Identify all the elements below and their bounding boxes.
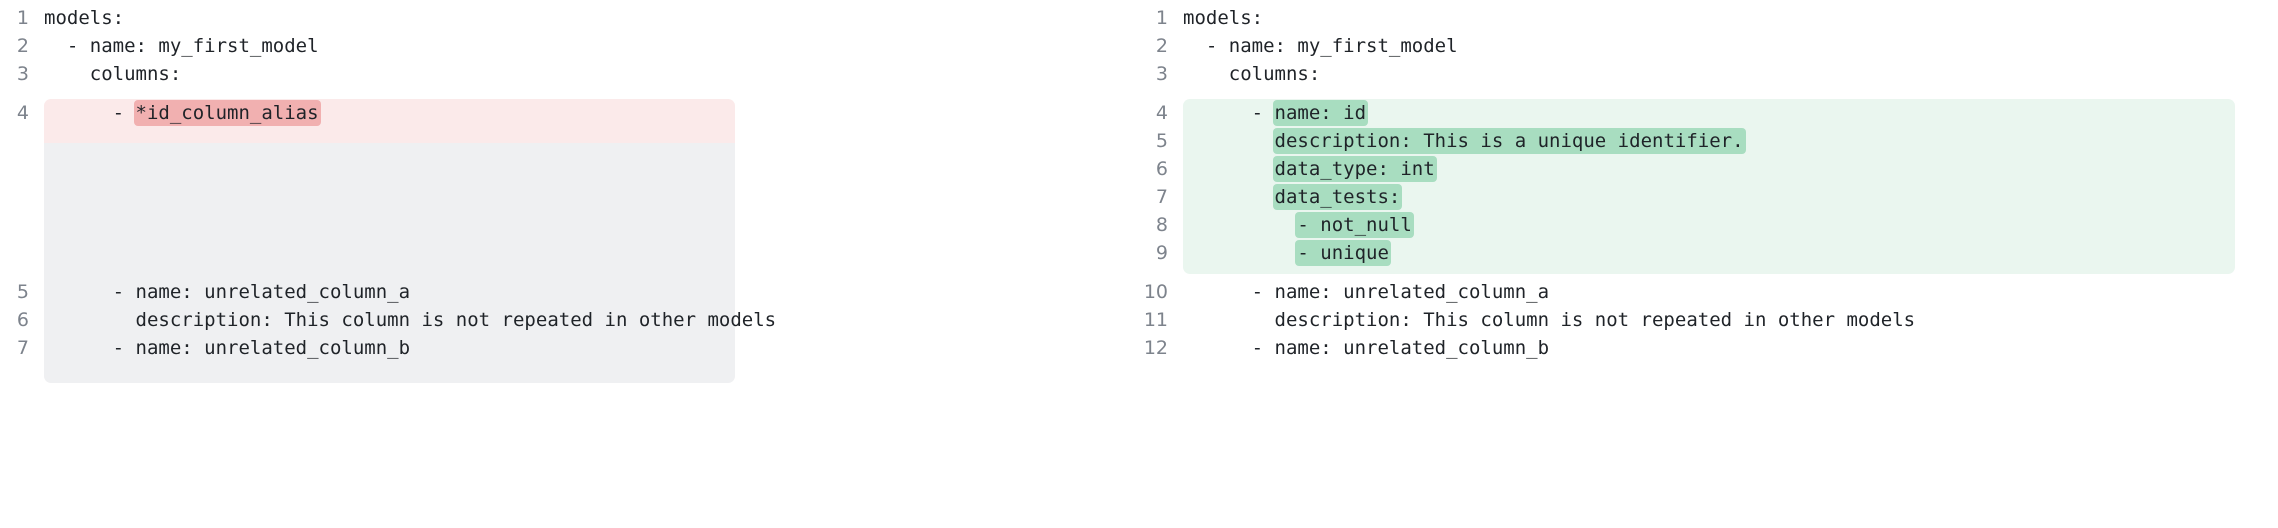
line-text: - name: unrelated_column_b [1183,337,1550,359]
added-word-highlight: name: id [1272,100,1369,126]
removed-word-highlight: *id_column_alias [133,100,321,126]
code-line[interactable]: 2 - name: my_first_model [1139,32,2278,60]
line-indent [1183,242,1297,264]
code-line[interactable]: 7 - name: unrelated_column_b [0,334,1139,362]
line-number: 9 [1155,242,1168,264]
line-text: - unique [1183,239,1391,267]
line-text: - name: unrelated_column_b [44,337,411,359]
line-text: description: This column is not repeated… [44,309,777,331]
code-line-removed[interactable]: 4 - *id_column_alias [0,99,1139,127]
code-line[interactable]: 1 models: [0,4,1139,32]
line-indent-dash: - [1183,102,1275,124]
line-number: 5 [1155,130,1168,152]
line-text: models: [1183,7,1264,29]
line-text: - name: id [1183,99,1369,127]
line-number: 7 [16,337,29,359]
added-word-highlight: data_type: int [1272,156,1437,182]
code-line[interactable]: 11 description: This column is not repea… [1139,306,2278,334]
left-pane: 1 models: 2 - name: my_first_model 3 col… [0,0,1139,383]
code-line-added[interactable]: 4 - name: id [1139,99,2278,127]
code-line[interactable]: 6 description: This column is not repeat… [0,306,1139,334]
line-number: 1 [1155,7,1168,29]
added-word-highlight: data_tests: [1272,184,1403,210]
line-indent [1183,214,1297,236]
line-indent [1183,186,1275,208]
line-number: 5 [16,281,29,303]
line-text: - name: my_first_model [44,35,319,57]
line-number: 2 [16,35,29,57]
line-number: 12 [1143,337,1168,359]
left-pane-lines: 1 models: 2 - name: my_first_model 3 col… [0,0,1139,362]
code-line-added[interactable]: 5 description: This is a unique identifi… [1139,127,2278,155]
code-line[interactable]: 10 - name: unrelated_column_a [1139,278,2278,306]
line-text: - name: unrelated_column_a [44,281,411,303]
line-number: 3 [16,63,29,85]
code-line-added[interactable]: 7 data_tests: [1139,183,2278,211]
line-text: columns: [1183,63,1321,85]
code-line[interactable]: 12 - name: unrelated_column_b [1139,334,2278,362]
line-text: models: [44,7,125,29]
added-word-highlight: description: This is a unique identifier… [1272,128,1746,154]
line-text: - name: my_first_model [1183,35,1458,57]
line-number: 4 [1155,102,1168,124]
code-line[interactable]: 3 columns: [1139,60,2278,88]
placeholder-row [0,211,1139,239]
line-number: 11 [1143,309,1168,331]
removed-placeholder-block [44,143,735,383]
line-number: 7 [1155,186,1168,208]
right-pane-lines: 1 models: 2 - name: my_first_model 3 col… [1139,0,2278,362]
line-text: - not_null [1183,211,1414,239]
placeholder-row [0,239,1139,267]
placeholder-row [0,127,1139,155]
line-text: - *id_column_alias [44,99,321,127]
added-word-highlight: - not_null [1295,212,1414,238]
line-indent-dash: - [44,102,136,124]
line-text: data_tests: [1183,183,1403,211]
line-text: description: This is a unique identifier… [1183,127,1746,155]
placeholder-row [0,155,1139,183]
line-number: 10 [1143,281,1168,303]
line-number: 3 [1155,63,1168,85]
line-number: 6 [1155,158,1168,180]
line-text: - name: unrelated_column_a [1183,281,1550,303]
code-line-added[interactable]: 6 data_type: int [1139,155,2278,183]
line-indent [1183,158,1275,180]
code-line[interactable]: 2 - name: my_first_model [0,32,1139,60]
line-text: data_type: int [1183,155,1437,183]
line-number: 4 [16,102,29,124]
right-pane: 1 models: 2 - name: my_first_model 3 col… [1139,0,2278,528]
line-number: 1 [16,7,29,29]
code-line[interactable]: 5 - name: unrelated_column_a [0,278,1139,306]
line-number: 2 [1155,35,1168,57]
line-text: columns: [44,63,182,85]
code-line[interactable]: 1 models: [1139,4,2278,32]
code-line-added[interactable]: 8 - not_null [1139,211,2278,239]
line-number: 6 [16,309,29,331]
line-number: 8 [1155,214,1168,236]
code-line-added[interactable]: 9 - unique [1139,239,2278,267]
line-text: description: This column is not repeated… [1183,309,1916,331]
line-indent [1183,130,1275,152]
placeholder-row [0,183,1139,211]
code-line[interactable]: 3 columns: [0,60,1139,88]
added-word-highlight: - unique [1295,240,1391,266]
